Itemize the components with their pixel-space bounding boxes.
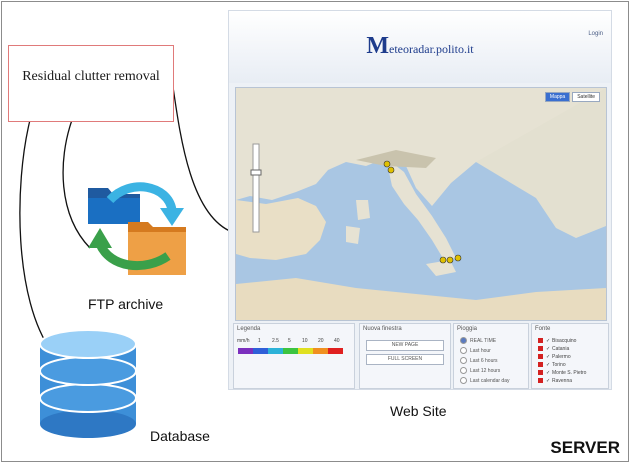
- fonte-item[interactable]: ✓Ravenna: [538, 378, 572, 384]
- weather-map[interactable]: Mappa Satellite: [235, 87, 607, 321]
- view-select-panel: Nuova finestra NEW PAGE FULL SCREEN: [359, 323, 451, 389]
- map-type-tabs: Mappa Satellite: [544, 92, 600, 102]
- radio-real-time[interactable]: REAL TIME: [460, 337, 496, 344]
- legend-colorbar: [238, 348, 343, 354]
- view-select-title: Nuova finestra: [363, 326, 402, 332]
- website-screenshot: Meteoradar.polito.it Login: [228, 10, 612, 390]
- full-screen-button[interactable]: FULL SCREEN: [366, 354, 444, 365]
- map-land: [236, 88, 606, 320]
- website-header: Meteoradar.polito.it Login: [229, 11, 611, 83]
- legend-value: 5: [288, 338, 291, 344]
- pioggia-title: Pioggia: [457, 326, 478, 332]
- legend-panel: Legenda mm/h 1 2.5 5 10 20 40: [233, 323, 355, 389]
- legend-title: Legenda: [237, 326, 261, 332]
- fonte-item[interactable]: ✓Monte S. Pietro: [538, 370, 586, 376]
- fonte-item[interactable]: ✓Torino: [538, 362, 566, 368]
- zoom-control[interactable]: [248, 126, 264, 246]
- legend-value: 40: [334, 338, 340, 344]
- radio-last-6-hours[interactable]: Last 6 hours: [460, 357, 498, 364]
- fonte-item[interactable]: ✓Palermo: [538, 354, 571, 360]
- radio-last-hour[interactable]: Last hour: [460, 347, 491, 354]
- legend-value: 10: [302, 338, 308, 344]
- legend-value: 2.5: [272, 338, 279, 344]
- login-link[interactable]: Login: [588, 31, 603, 37]
- fonte-panel: Fonte ✓Bisacquino ✓Catania ✓Palermo ✓Tor…: [531, 323, 609, 389]
- legend-value: 1: [258, 338, 261, 344]
- tab-satellite[interactable]: Satellite: [572, 92, 600, 102]
- legend-value: 20: [318, 338, 324, 344]
- radio-last-calendar-day[interactable]: Last calendar day: [460, 377, 509, 384]
- fonte-item[interactable]: ✓Catania: [538, 346, 569, 352]
- residual-clutter-box: Residual clutter removal: [8, 45, 174, 122]
- residual-clutter-label: Residual clutter removal: [22, 69, 160, 84]
- tab-mappa[interactable]: Mappa: [544, 92, 571, 102]
- database-label: Database: [150, 428, 210, 444]
- website-label: Web Site: [390, 403, 447, 419]
- new-page-button[interactable]: NEW PAGE: [366, 340, 444, 351]
- pioggia-panel: Pioggia REAL TIME Last hour Last 6 hours…: [453, 323, 529, 389]
- fonte-title: Fonte: [535, 326, 551, 332]
- ftp-archive-label: FTP archive: [88, 296, 164, 312]
- website-title: Meteoradar.polito.it: [366, 33, 474, 59]
- radio-last-12-hours[interactable]: Last 12 hours: [460, 367, 500, 374]
- legend-unit: mm/h: [237, 338, 250, 344]
- server-label: SERVER: [550, 438, 620, 457]
- fonte-item[interactable]: ✓Bisacquino: [538, 338, 576, 344]
